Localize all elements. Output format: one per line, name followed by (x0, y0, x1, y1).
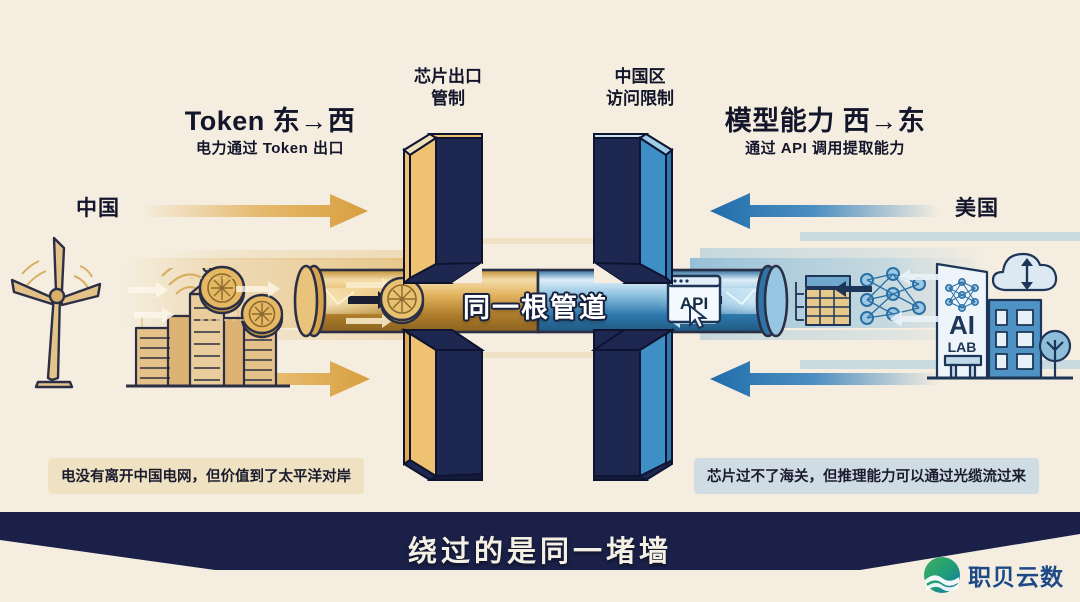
right-headline-group: 模型能力 西→东 通过 API 调用提取能力 (700, 105, 950, 161)
wave-globe-logo-icon (924, 557, 960, 593)
right-wall-label-line2: 访问限制 (606, 89, 674, 108)
left-wall-label: 芯片出口 管制 (368, 66, 528, 110)
brand-logo[interactable]: 职贝云数 (923, 556, 1064, 594)
left-headline: Token 东→西 (184, 106, 356, 136)
right-wall-label: 中国区 访问限制 (560, 66, 720, 110)
mouse-cursor-icon (689, 303, 708, 330)
neural-network-icon (945, 278, 979, 312)
ai-lab-illustration: AI LAB (927, 252, 1073, 380)
wind-waves-icon (21, 260, 93, 289)
left-band-small-arrows (128, 277, 280, 322)
left-subhead: 电力通过 Token 出口 (196, 140, 344, 157)
pipe-flange-left (293, 264, 327, 338)
pipe-token-coin-icon (379, 276, 425, 325)
china-city-illustration (126, 268, 290, 388)
pipeline-label: 同一根管道 (463, 293, 608, 323)
pipe-flange-right (755, 264, 789, 338)
office-building-icon (987, 298, 1043, 380)
right-caption: 芯片过不了海关，但推理能力可以通过光缆流过来 (694, 458, 1039, 494)
right-wall-label-line1: 中国区 (614, 67, 666, 86)
gold-direction-arrow-bottom (185, 361, 370, 397)
wall-china-region-restriction (590, 132, 676, 482)
wind-turbine-icon (10, 236, 102, 389)
ai-lab-name: AI (949, 310, 975, 340)
city-buildings-icon (126, 268, 290, 388)
left-headline-group: Token 东→西 电力通过 Token 出口 (155, 105, 385, 161)
cloud-sync-icon (991, 252, 1058, 292)
country-label-china: 中国 (76, 197, 120, 220)
brand-logo-text: 职贝云数 (968, 564, 1064, 590)
ai-lab-sub: LAB (948, 339, 977, 355)
china-energy-illustration (10, 236, 102, 389)
ai-lab-building-icon (935, 262, 989, 380)
api-label: API (680, 294, 708, 313)
right-band-small-arrows (834, 269, 946, 326)
gold-direction-arrow-top (140, 194, 368, 228)
left-wall-label-line1: 芯片出口 (414, 67, 482, 86)
right-subhead: 通过 API 调用提取能力 (745, 140, 905, 157)
bottom-banner-text: 绕过的是同一堵墙 (407, 536, 672, 568)
token-coin-icon (240, 293, 284, 339)
left-caption: 电没有离开中国电网，但价值到了太平洋对岸 (48, 458, 364, 494)
data-table-icon (795, 275, 851, 326)
api-window-icon: API (666, 274, 722, 330)
bottom-banner (0, 512, 1080, 570)
right-headline: 模型能力 西→东 (724, 106, 926, 136)
country-label-usa: 美国 (955, 197, 999, 220)
left-wall-label-line2: 管制 (431, 89, 465, 108)
barrier-walls (400, 132, 676, 482)
blue-direction-arrow-bottom (710, 361, 940, 397)
wall-chip-export-control (400, 132, 486, 482)
tree-icon (1038, 329, 1072, 378)
blue-direction-arrow-top (710, 193, 940, 229)
